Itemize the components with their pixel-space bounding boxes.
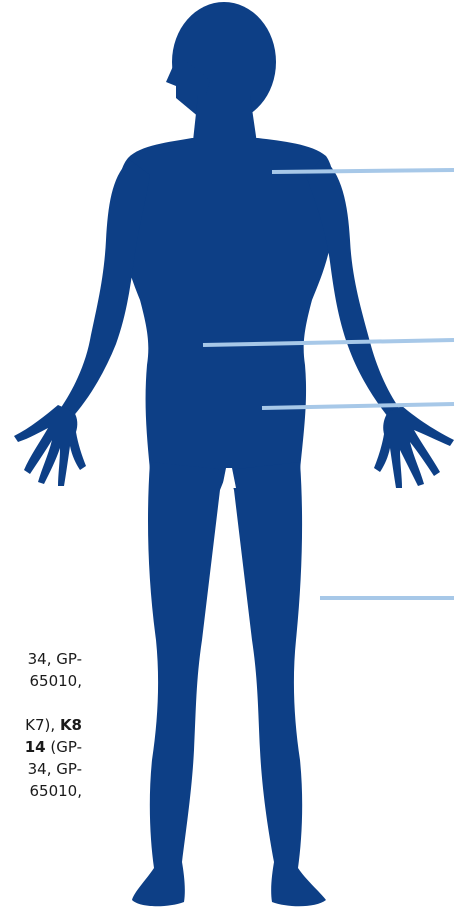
text-fragment-group2-line1: K7), K8 — [25, 716, 82, 735]
text-fragment-group1-line2: 65010, — [30, 672, 83, 691]
left-leg — [132, 462, 228, 906]
text-fragment-k7: K7), — [25, 716, 55, 734]
leader-line-chest — [272, 170, 454, 172]
text-fragment-group2-line4: 65010, — [30, 782, 83, 801]
left-hand — [14, 405, 86, 486]
text-fragment-group2-line3: 34, GP- — [28, 760, 82, 779]
right-arm — [306, 158, 402, 422]
text-fragment-group1-line1: 34, GP- — [28, 650, 82, 669]
text-fragment-group2-line2: 14 (GP- — [25, 738, 82, 757]
text-fragment-14: 14 — [25, 738, 46, 756]
torso — [118, 138, 335, 470]
right-leg — [228, 462, 326, 906]
right-hand — [374, 406, 454, 488]
text-fragment-k8: K8 — [60, 716, 82, 734]
text-fragment-gp: (GP- — [50, 738, 82, 756]
